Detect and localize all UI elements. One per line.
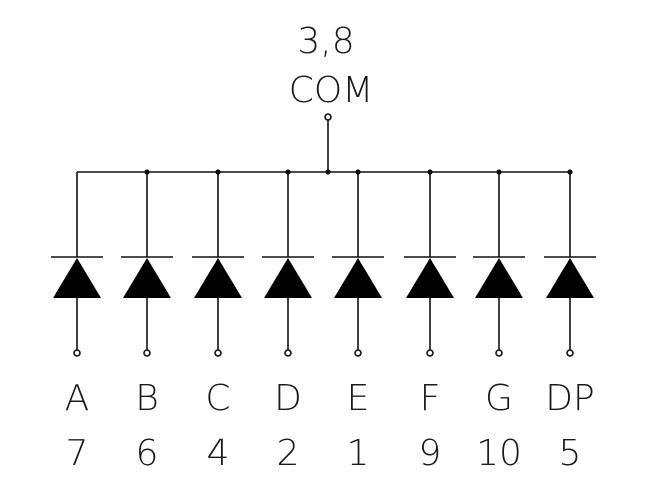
diode-triangle-b [123,258,171,298]
pin-label-c: 4 [207,433,230,474]
com-label: COM [289,70,374,111]
segment-label-c: C [205,378,230,419]
pin-label-b: 6 [136,433,159,474]
segment-terminal-e [354,349,362,357]
pin-label-f: 9 [419,433,442,474]
segment-terminal-g [495,349,503,357]
pin-label-g: 10 [476,433,522,474]
com-pins-label: 3,8 [297,21,354,62]
diode-triangle-c [194,258,242,298]
diode-triangle-d [264,258,312,298]
segment-label-b: B [135,378,159,419]
pin-label-a: 7 [66,433,89,474]
segment-label-f: F [420,378,441,419]
diode-triangle-f [406,258,454,298]
segment-terminal-d [284,349,292,357]
segment-label-d: D [274,378,302,419]
segment-label-e: E [347,378,370,419]
pin-label-dp: 5 [559,433,582,474]
pin-label-d: 2 [277,433,300,474]
segment-terminal-c [214,349,222,357]
pin-label-e: 1 [347,433,370,474]
segment-label-a: A [65,378,90,419]
diode-triangle-dp [546,258,594,298]
diode-triangle-g [475,258,523,298]
diode-group: A 7 B 6 C 4 D 2 E 1 F 9 G 10 DP 5 [51,169,596,474]
com-junction [325,169,331,175]
segment-terminal-dp [566,349,574,357]
segment-label-dp: DP [545,378,594,419]
diode-triangle-a [53,258,101,298]
segment-terminal-b [143,349,151,357]
segment-terminal-a [73,349,81,357]
segment-terminal-f [426,349,434,357]
diode-triangle-e [334,258,382,298]
segment-label-g: G [485,378,513,419]
com-terminal [324,113,332,121]
